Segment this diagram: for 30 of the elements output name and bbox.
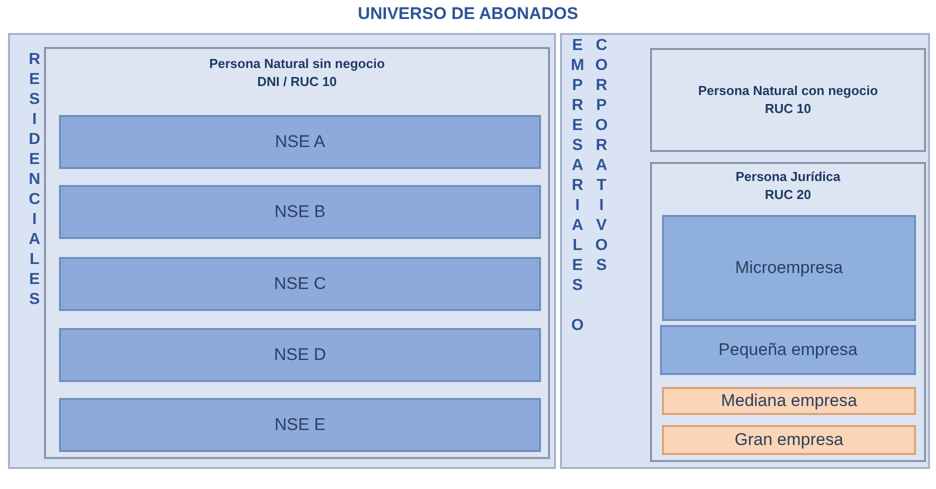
- segment-label: Gran empresa: [734, 430, 844, 450]
- segment-box: [660, 325, 916, 375]
- group-heading: RUC 20: [764, 186, 812, 204]
- group-heading: Persona Natural sin negocio: [209, 55, 385, 73]
- group-heading: Persona Jurídica: [736, 168, 840, 186]
- segment-box: [59, 115, 541, 169]
- segment-label: Mediana empresa: [720, 391, 858, 411]
- group-box: [650, 48, 926, 152]
- segment-box: [59, 398, 541, 452]
- segment-label: NSE E: [274, 415, 326, 435]
- vertical-heading: EMPRESARIALES O CORPORATIVOS: [568, 37, 611, 339]
- segment-box: [59, 185, 541, 239]
- segment-box: [662, 387, 916, 415]
- segment-label: NSE A: [274, 132, 326, 152]
- group-box: [650, 162, 926, 462]
- segment-box: [662, 215, 916, 321]
- group-heading: RUC 10: [764, 100, 812, 118]
- segment-label: Microempresa: [735, 258, 843, 278]
- section-panel: [560, 33, 930, 469]
- segment-label: NSE C: [274, 274, 326, 294]
- segment-label: NSE D: [274, 345, 326, 365]
- segment-box: [59, 328, 541, 382]
- segment-label: NSE B: [274, 202, 326, 222]
- segment-box: [662, 425, 916, 455]
- diagram-title: UNIVERSO DE ABONADOS: [358, 4, 578, 24]
- vertical-heading: RESIDENCIALES: [25, 51, 44, 313]
- segment-box: [59, 257, 541, 311]
- group-heading: DNI / RUC 10: [257, 73, 337, 91]
- group-heading: Persona Natural con negocio: [698, 82, 878, 100]
- segment-label: Pequeña empresa: [718, 340, 858, 360]
